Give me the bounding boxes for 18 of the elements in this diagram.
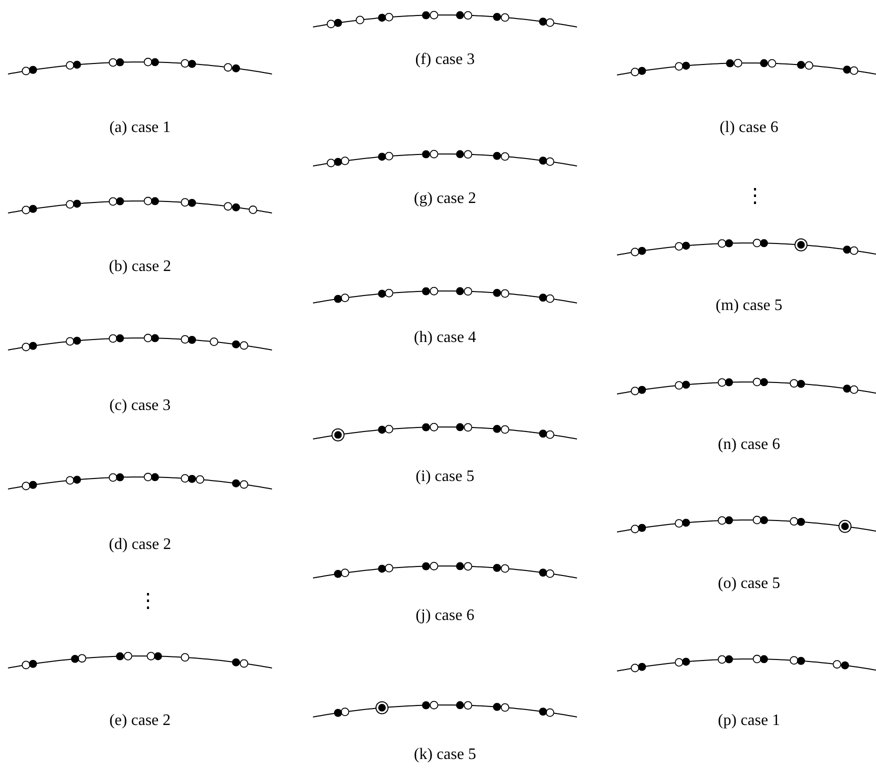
caption: (c) case 3 bbox=[109, 397, 171, 415]
caption: (j) case 6 bbox=[416, 607, 474, 625]
caption: (n) case 6 bbox=[718, 436, 780, 454]
caption: (g) case 2 bbox=[414, 190, 476, 208]
caption: (f) case 3 bbox=[415, 51, 475, 69]
caption: (i) case 5 bbox=[416, 468, 474, 486]
caption: (p) case 1 bbox=[718, 712, 780, 730]
vertical-ellipsis: ⋮ bbox=[138, 590, 158, 610]
caption: (h) case 4 bbox=[414, 329, 476, 347]
caption: (b) case 2 bbox=[108, 258, 172, 276]
vertical-ellipsis: ⋮ bbox=[745, 185, 765, 205]
caption: (l) case 6 bbox=[720, 119, 778, 137]
caption: (e) case 2 bbox=[109, 712, 171, 730]
caption: (k) case 5 bbox=[414, 746, 476, 764]
caption: (m) case 5 bbox=[716, 297, 782, 315]
caption: (a) case 1 bbox=[109, 119, 171, 137]
caption: (o) case 5 bbox=[718, 575, 780, 593]
caption: (d) case 2 bbox=[108, 536, 172, 554]
